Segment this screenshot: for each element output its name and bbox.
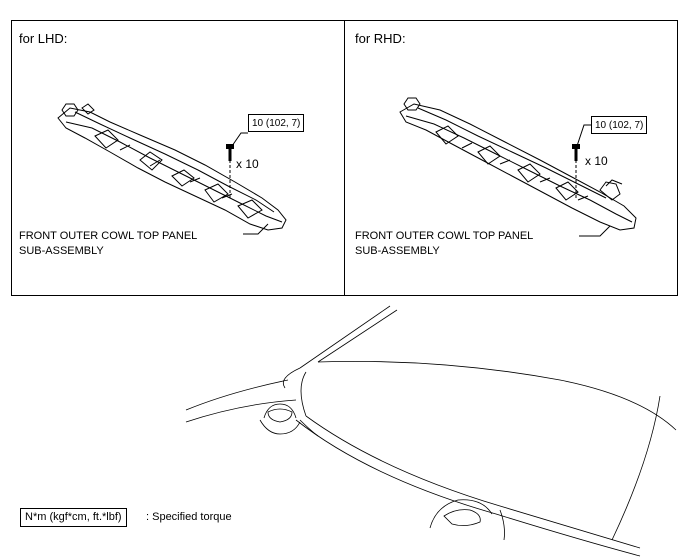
lhd-part-label: FRONT OUTER COWL TOP PANEL SUB-ASSEMBLY (19, 229, 197, 259)
torque-legend-description: : Specified torque (146, 511, 232, 523)
rhd-bolt-icon (572, 144, 580, 161)
torque-unit-legend-box: N*m (kgf*cm, ft.*lbf) (20, 508, 127, 527)
lhd-part-label-line2: SUB-ASSEMBLY (19, 245, 104, 257)
rhd-part-label-line1: FRONT OUTER COWL TOP PANEL (355, 230, 534, 242)
lhd-panel-title: for LHD: (19, 31, 68, 46)
lhd-cowl-panel-drawing (57, 103, 287, 235)
lhd-part-label-line1: FRONT OUTER COWL TOP PANEL (19, 230, 198, 242)
panel-divider (344, 20, 345, 296)
rhd-panel-title: for RHD: (355, 31, 406, 46)
lhd-bolt-quantity: x 10 (236, 157, 259, 171)
lhd-bolt-icon (226, 144, 234, 161)
rhd-part-label-line2: SUB-ASSEMBLY (355, 245, 440, 257)
rhd-bolt-quantity: x 10 (585, 154, 608, 168)
lhd-torque-spec: 10 (102, 7) (248, 114, 305, 132)
rhd-cowl-panel-drawing (399, 97, 637, 237)
rhd-part-label: FRONT OUTER COWL TOP PANEL SUB-ASSEMBLY (355, 229, 533, 259)
rhd-torque-spec: 10 (102, 7) (591, 116, 648, 134)
